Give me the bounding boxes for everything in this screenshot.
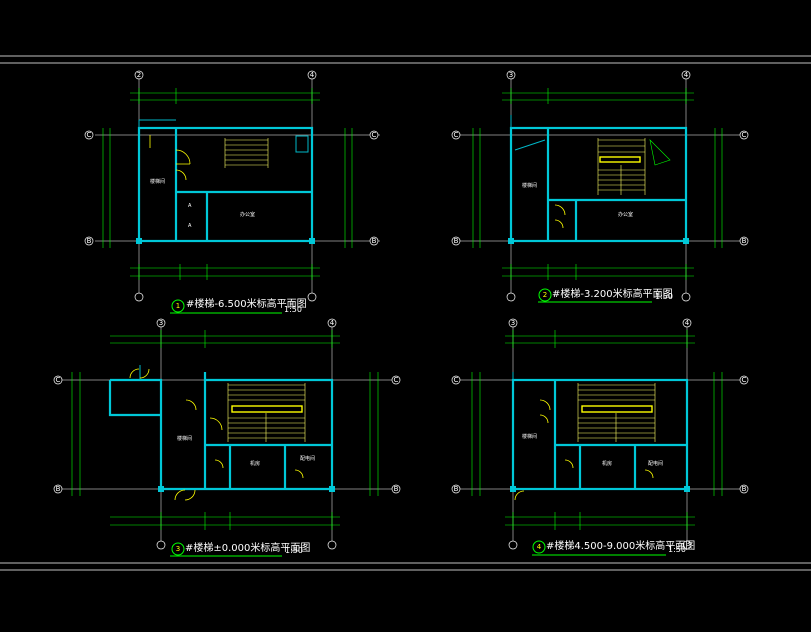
plan-title: #楼梯±0.000米标高平面图 [185,541,310,554]
axis-left-label: C [56,376,61,384]
svg-text:办公室: 办公室 [618,211,633,218]
axis-top-left-label: 2 [137,71,141,79]
axis-bottom-left-label: B [56,485,61,493]
svg-text:楼梯间: 楼梯间 [522,182,537,189]
plan-title: #楼梯-3.200米标高平面图 [552,287,673,300]
plan-1: 楼梯间 办公室 A A 2 4 C C B B 1 #楼梯-6.500米标高平面… [84,70,380,314]
plan-scale: 1:50 [655,292,673,301]
plan-scale: 1:50 [285,546,303,555]
axis-left-label: C [454,131,459,139]
plan-2: 楼梯间 办公室 3 4 C C B B 2 #楼梯-3.200米标高平面图 1:… [451,70,749,303]
axis-top-right-label: 4 [310,71,315,79]
axis-left-label: C [87,131,92,139]
svg-text:楼梯间: 楼梯间 [177,435,192,442]
plan-scale: 1:50 [284,305,302,314]
axis-right-label: C [372,131,377,139]
axis-top-left-label: 3 [511,319,515,327]
axis-right-label: C [394,376,399,384]
sheet-frame [0,55,811,571]
axis-bottom-right-label: B [394,485,399,493]
axis-bottom-left-label: B [87,237,92,245]
svg-text:机房: 机房 [602,460,612,467]
svg-text:A: A [188,223,192,229]
svg-text:配电间: 配电间 [300,455,315,462]
svg-text:A: A [188,203,192,209]
plan-3: 楼梯间 机房 配电间 3 4 C C B B 3 #楼梯±0.000米标高平面图… [53,318,401,557]
svg-text:楼梯间: 楼梯间 [522,433,537,440]
svg-text:楼梯间: 楼梯间 [150,178,165,185]
svg-text:机房: 机房 [250,460,260,467]
axis-top-left-label: 3 [159,319,163,327]
plan-4: 楼梯间 机房 配电间 3 4 C C B B 4 #楼梯4.500-9.000米… [451,318,749,556]
axis-bottom-left-label: B [454,237,459,245]
plan-scale: 1:50 [668,545,686,554]
plan-number: 2 [543,291,547,299]
svg-text:办公室: 办公室 [240,211,255,218]
plan-title: #楼梯4.500-9.000米标高平面图 [546,539,695,552]
axis-top-left-label: 3 [509,71,513,79]
plan-number: 4 [537,543,542,551]
plan-title: #楼梯-6.500米标高平面图 [186,297,307,310]
axis-right-label: C [742,376,747,384]
axis-left-label: C [454,376,459,384]
plan-number: 3 [176,545,180,553]
axis-top-right-label: 4 [330,319,335,327]
axis-bottom-right-label: B [742,237,747,245]
axis-top-right-label: 4 [685,319,690,327]
axis-bottom-right-label: B [742,485,747,493]
axis-bottom-left-label: B [454,485,459,493]
plan-number: 1 [176,302,180,310]
axis-right-label: C [742,131,747,139]
svg-text:配电间: 配电间 [648,460,663,467]
axis-bottom-right-label: B [372,237,377,245]
axis-top-right-label: 4 [684,71,689,79]
